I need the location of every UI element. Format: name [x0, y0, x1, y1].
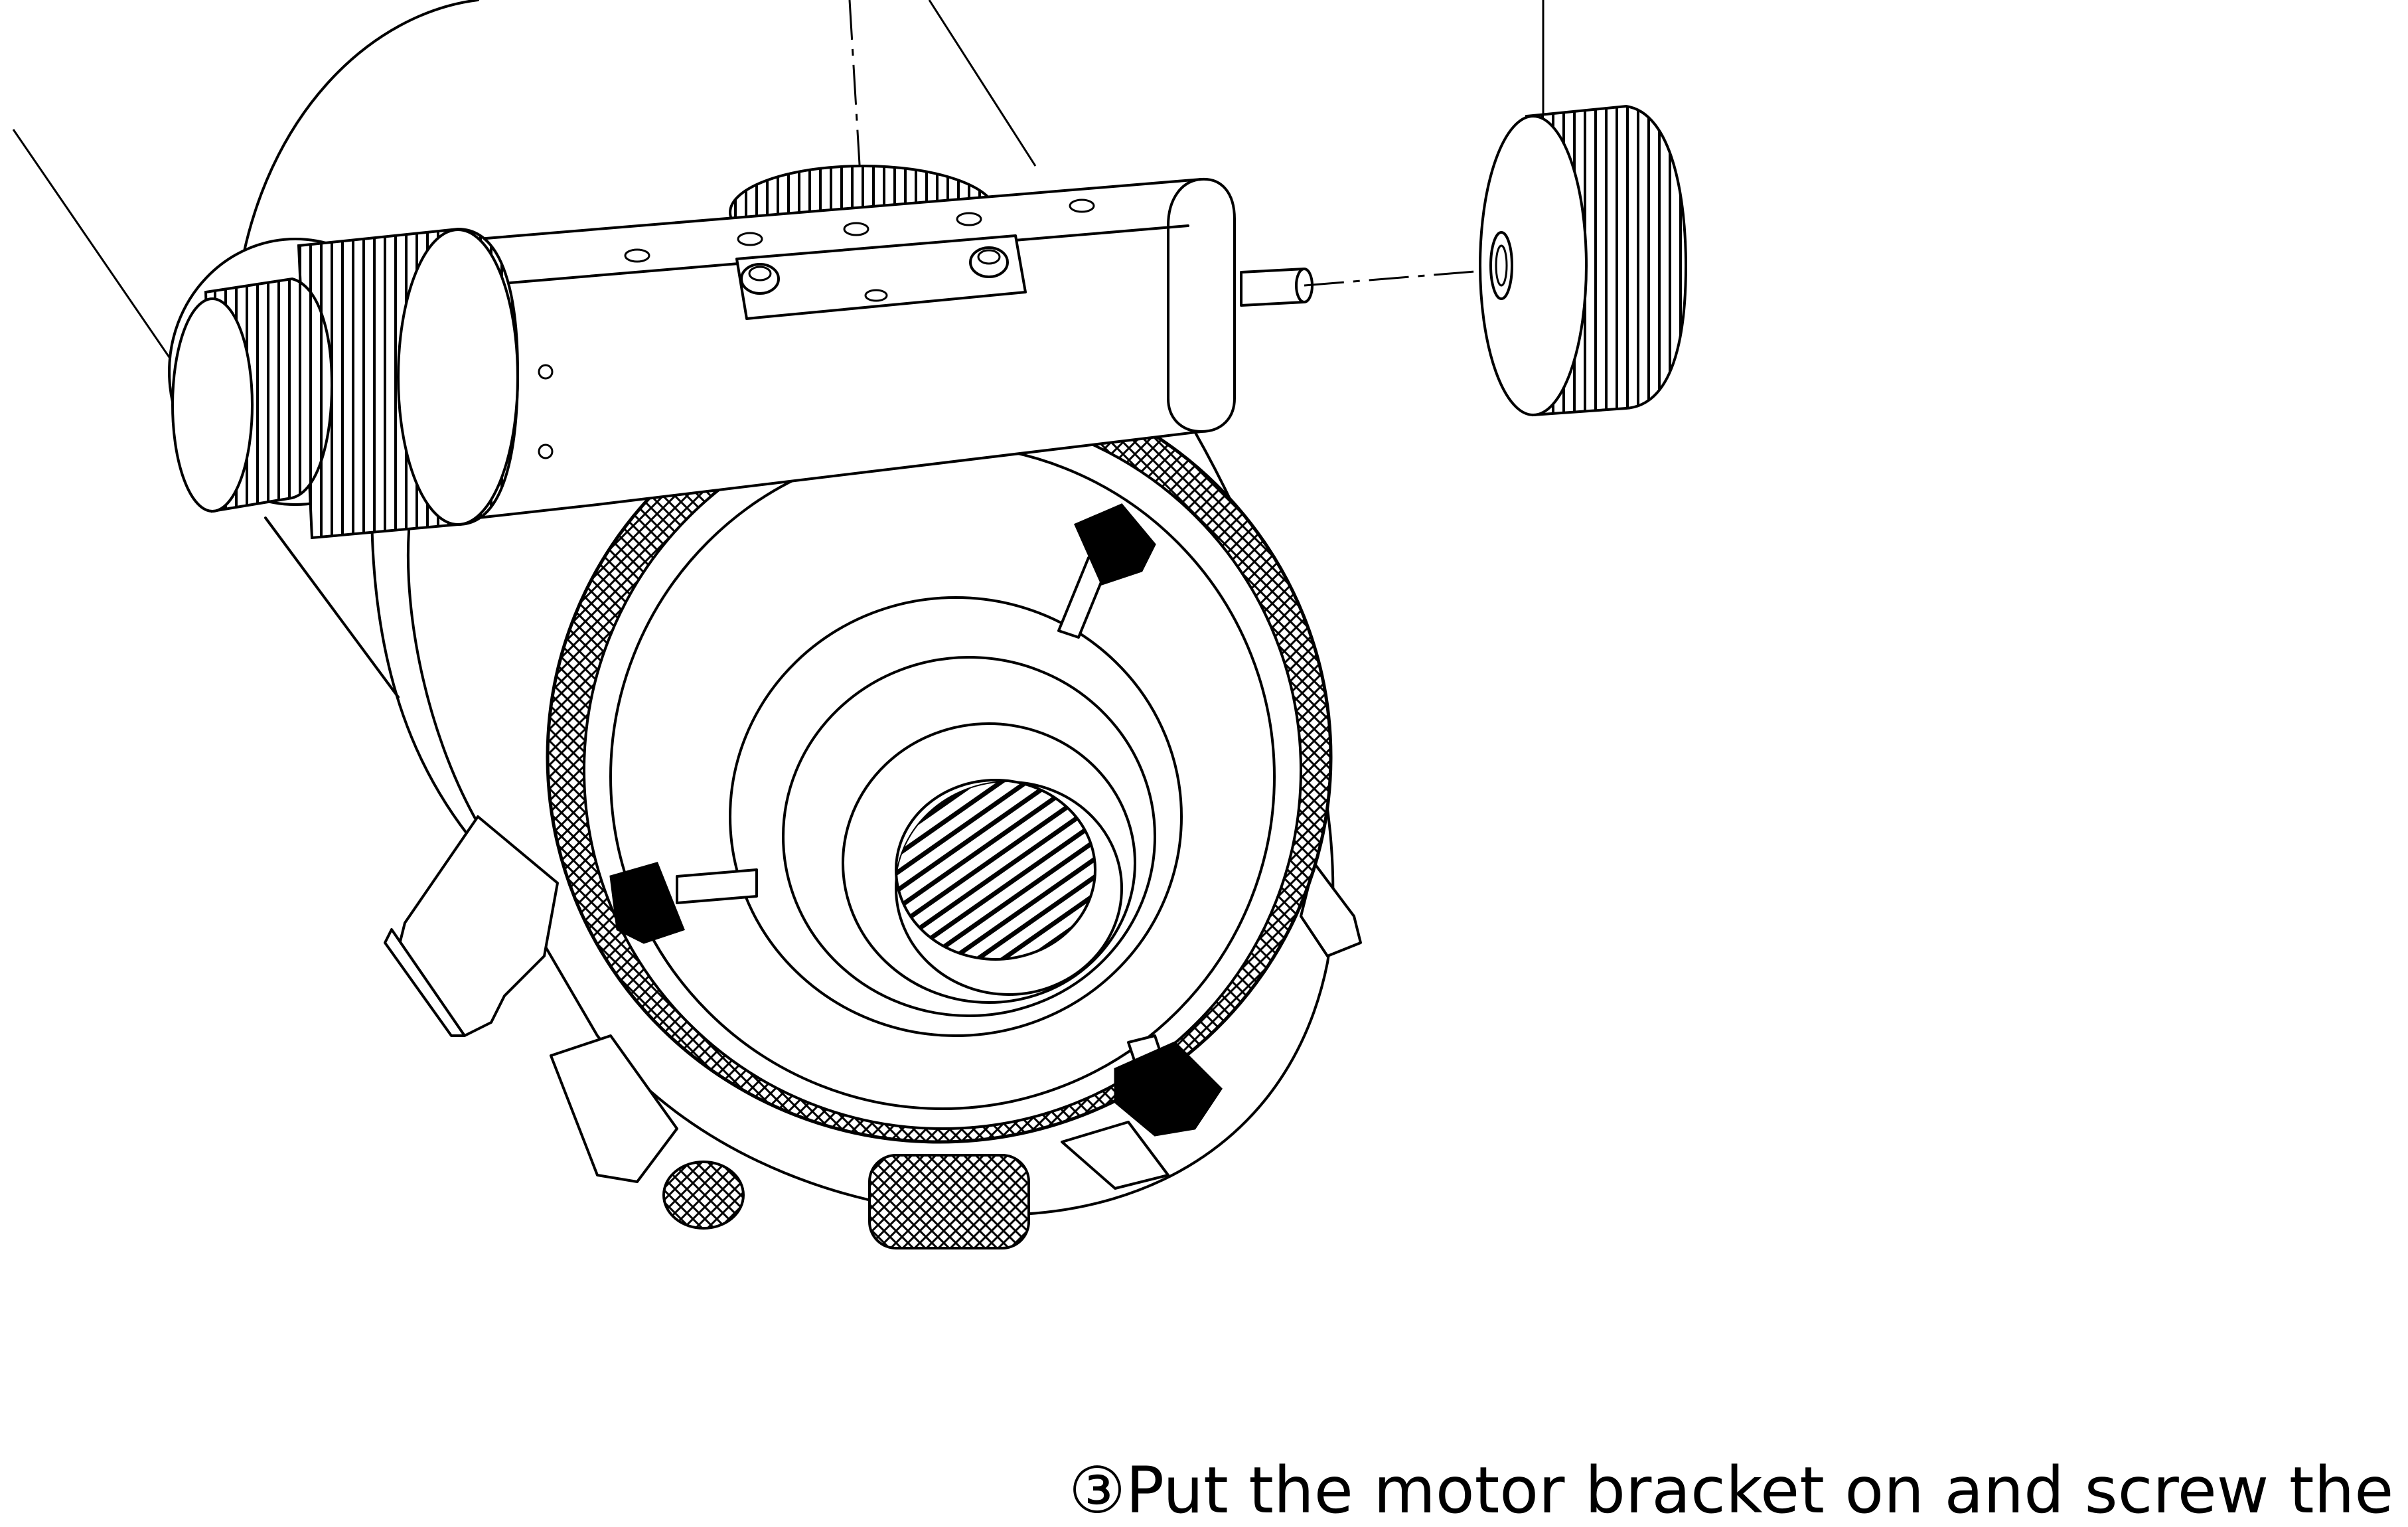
step-number: ③ [1069, 1454, 1126, 1527]
bracket-top-holes [624, 199, 1095, 302]
centerline-shaft [1304, 268, 1507, 287]
leader-line-left [12, 129, 181, 372]
lock-screw-bottom [1114, 1034, 1223, 1137]
body-support-line [264, 517, 400, 698]
motor-shaft [1240, 268, 1306, 307]
bracket-side-hole-1 [538, 364, 554, 380]
lower-right-clamp [1061, 1121, 1169, 1190]
leader-line-top [928, 0, 1037, 167]
telescope-tube-outline [238, 0, 479, 280]
bottom-knurled-knob [868, 1154, 1030, 1249]
instruction-text: ③Put the motor bracket on and screw the [1069, 1454, 2403, 1527]
inner-ring-lip [842, 722, 1136, 1004]
left-focus-knob [168, 227, 520, 540]
bracket-end-face [1167, 178, 1203, 433]
body-side-edge [406, 503, 479, 825]
bracket-top-plate [735, 234, 1027, 320]
motor-bracket-bar [477, 177, 1236, 519]
detached-knurled-knob [1479, 104, 1688, 417]
knob-center-hole [1489, 231, 1513, 300]
front-ring-face [583, 410, 1302, 1130]
inner-ring-middle [782, 656, 1156, 1017]
left-bracket-edge [384, 928, 466, 1037]
lock-screw-left [609, 862, 758, 944]
baffle-edge [895, 779, 1096, 961]
lower-bracket [550, 1034, 678, 1183]
right-side-tab [1300, 862, 1362, 957]
plate-screw-left [740, 263, 780, 295]
inner-ring-outer [729, 596, 1183, 1037]
lower-left-small-knob [662, 1161, 745, 1230]
plate-screw-right [969, 246, 1009, 278]
bracket-side-hole-2 [538, 443, 554, 459]
lock-screw-top [1057, 503, 1156, 639]
step-text: Put the motor bracket on and screw the [1126, 1454, 2394, 1527]
drawtube-baffle [896, 782, 1095, 959]
